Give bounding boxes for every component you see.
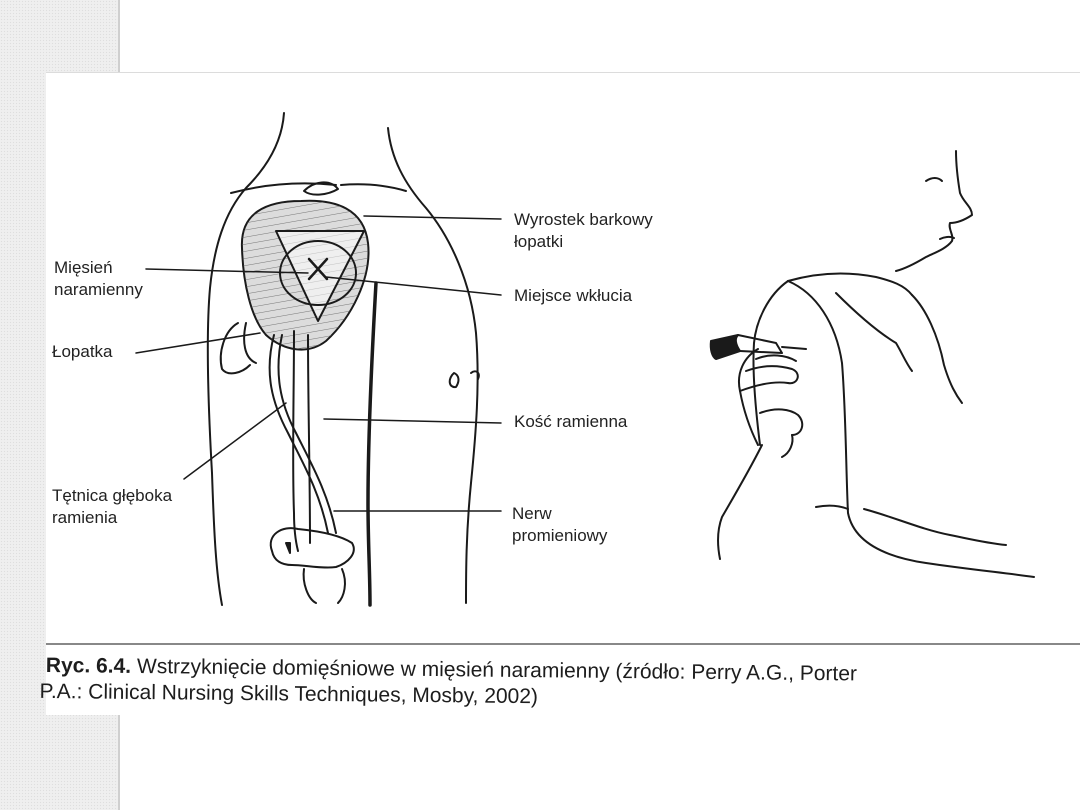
- hand-with-syringe: [709, 334, 807, 458]
- label-artery-line2: ramienia: [52, 508, 118, 527]
- label-scapula: Łopatka: [52, 342, 113, 361]
- label-injection-site: Miejsce wkłucia: [514, 286, 633, 305]
- label-nerve: Nerw promieniowy: [512, 503, 607, 547]
- label-acromion-line1: Wyrostek barkowy: [514, 210, 653, 229]
- figure-scan: Wyrostek barkowy łopatki Mięsień naramie…: [39, 72, 1080, 716]
- bones-and-vessels: [219, 281, 378, 607]
- leader-lines: [135, 215, 502, 512]
- arm-outline: [206, 112, 480, 606]
- anatomy-illustration: [135, 112, 1035, 607]
- label-humerus: Kość ramienna: [514, 412, 628, 431]
- label-artery-line1: Tętnica głęboka: [52, 486, 173, 505]
- label-acromion: Wyrostek barkowy łopatki: [514, 209, 653, 253]
- label-nerve-line1: Nerw: [512, 504, 552, 523]
- caption-figure-number: Ryc. 6.4.: [45, 653, 132, 678]
- label-acromion-line2: łopatki: [514, 232, 564, 251]
- figure-caption: Ryc. 6.4. Wstrzyknięcie domięśniowe w mi…: [39, 653, 1080, 716]
- caption-divider: [46, 643, 1080, 645]
- label-deltoid-line2: naramienny: [54, 280, 143, 299]
- patient-figure: [717, 150, 1035, 578]
- label-deltoid: Mięsień naramienny: [54, 257, 143, 301]
- label-deltoid-line1: Mięsień: [54, 258, 113, 277]
- label-artery: Tętnica głęboka ramienia: [52, 485, 172, 529]
- label-nerve-line2: promieniowy: [512, 526, 608, 545]
